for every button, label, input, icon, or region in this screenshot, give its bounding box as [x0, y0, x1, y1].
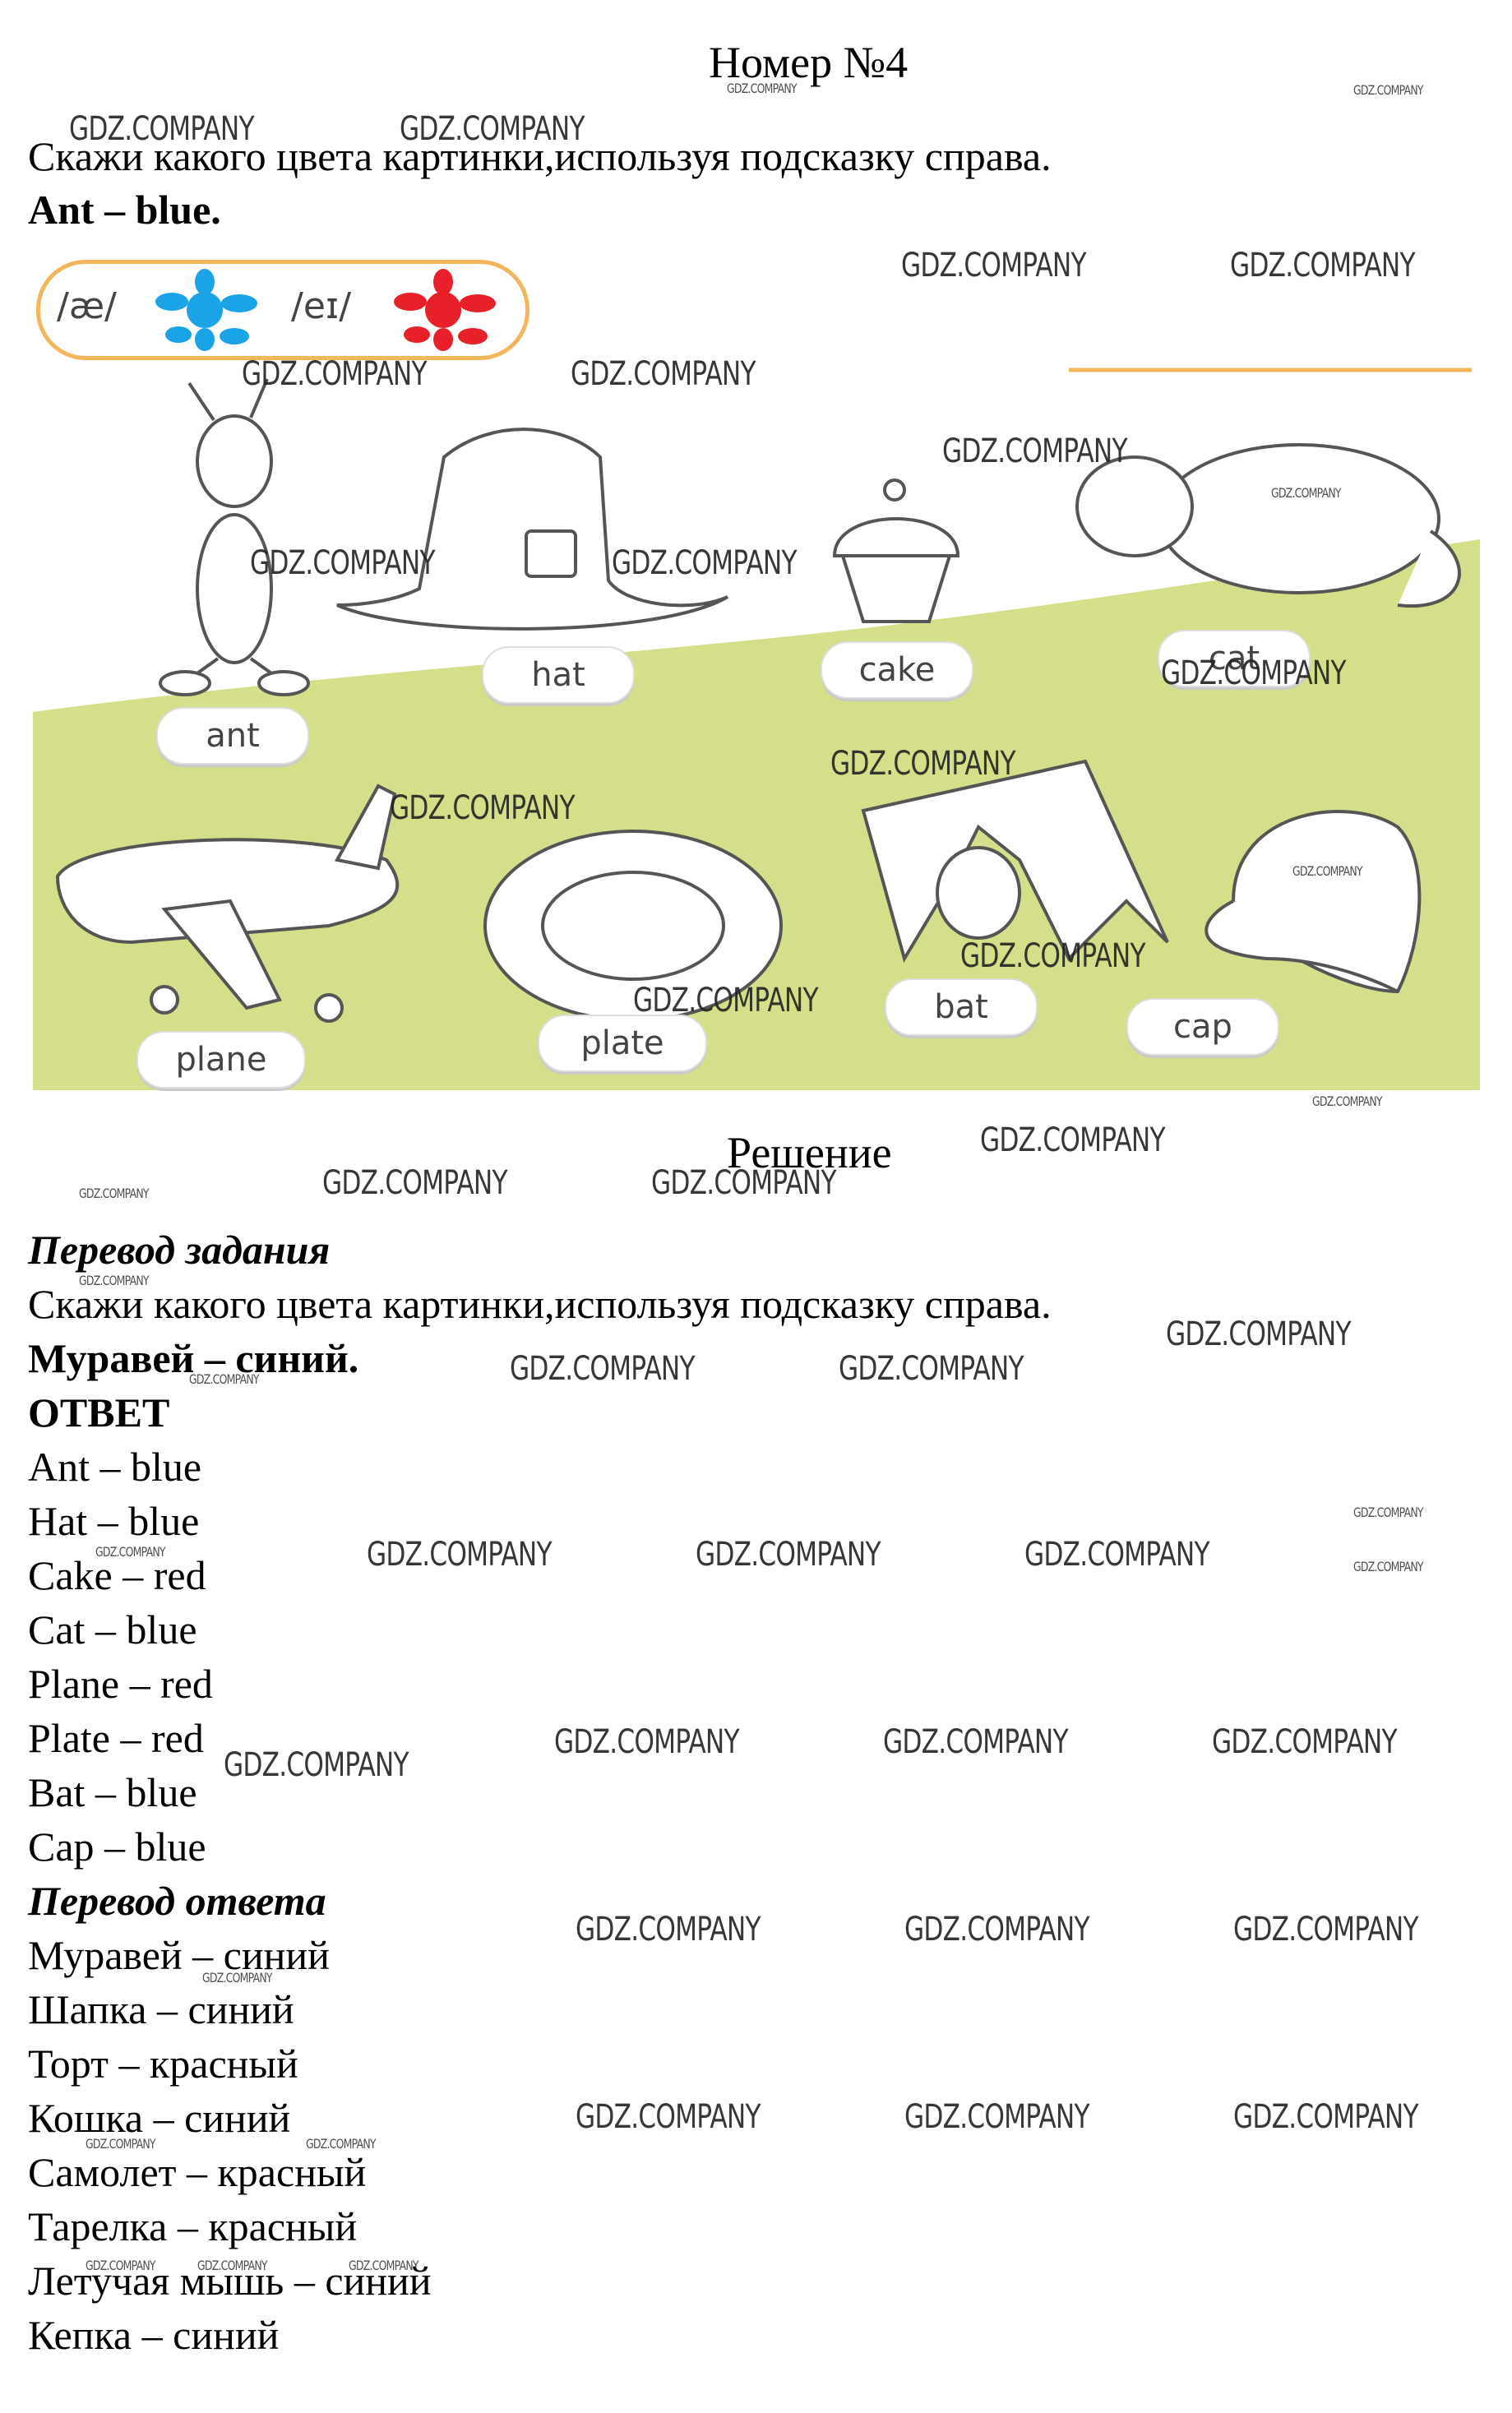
watermark: GDZ.COMPANY — [79, 1186, 150, 1201]
watermark: GDZ.COMPANY — [1230, 247, 1416, 284]
solution-heading: Решение — [727, 1128, 892, 1177]
answer-translation-line: Тарелка – красный — [28, 2203, 358, 2249]
watermark: GDZ.COMPANY — [1166, 1315, 1352, 1353]
watermark: GDZ.COMPANY — [390, 789, 576, 827]
watermark: GDZ.COMPANY — [224, 1746, 409, 1784]
watermark: GDZ.COMPANY — [95, 1544, 166, 1560]
watermark: GDZ.COMPANY — [571, 355, 756, 393]
word-label-ant: ant — [156, 707, 309, 765]
answer-line: Plane – red — [28, 1661, 213, 1707]
answer-translation-line: Муравей – синий — [28, 1932, 330, 1978]
watermark: GDZ.COMPANY — [1353, 1505, 1424, 1520]
answer-line: Bat – blue — [28, 1769, 197, 1815]
word-label-cat: cat — [1158, 630, 1311, 687]
watermark: GDZ.COMPANY — [904, 1911, 1090, 1948]
cap-drawing — [1205, 810, 1422, 994]
word-label-hat: hat — [482, 646, 635, 704]
watermark: GDZ.COMPANY — [651, 1164, 837, 1202]
watermark: GDZ.COMPANY — [1161, 654, 1347, 692]
watermark: GDZ.COMPANY — [197, 2258, 268, 2273]
watermark: GDZ.COMPANY — [250, 544, 436, 582]
word-label-plate: plate — [538, 1015, 707, 1072]
cake-drawing — [832, 478, 960, 623]
answer-translation-line: Летучая мышь – синий — [28, 2258, 432, 2304]
watermark: GDZ.COMPANY — [1233, 2098, 1419, 2136]
watermark: GDZ.COMPANY — [242, 355, 428, 393]
watermark: GDZ.COMPANY — [576, 1911, 761, 1948]
watermark: GDZ.COMPANY — [400, 110, 585, 148]
watermark: GDZ.COMPANY — [306, 2136, 377, 2152]
word-label-cap: cap — [1126, 998, 1279, 1056]
watermark: GDZ.COMPANY — [696, 1536, 881, 1574]
watermark: GDZ.COMPANY — [839, 1350, 1024, 1388]
answer-heading: ОТВЕТ — [28, 1389, 170, 1435]
watermark: GDZ.COMPANY — [633, 982, 819, 1019]
bat-drawing — [861, 759, 1169, 964]
watermark: GDZ.COMPANY — [86, 2136, 156, 2152]
watermark: GDZ.COMPANY — [1271, 485, 1342, 501]
legend-sound-ei: /eɪ/ — [291, 285, 352, 327]
legend-sound-ae: /æ/ — [57, 285, 117, 327]
sound-color-legend: /æ/ /eɪ/ — [36, 260, 529, 360]
red-splash-icon — [394, 269, 496, 351]
translation-example: Муравей – синий. — [28, 1335, 359, 1381]
watermark: GDZ.COMPANY — [1292, 863, 1363, 879]
watermark: GDZ.COMPANY — [349, 2258, 419, 2273]
watermark: GDZ.COMPANY — [980, 1121, 1166, 1159]
hat-drawing — [336, 428, 729, 631]
answer-line: Ant – blue — [28, 1444, 202, 1490]
task-instruction: Скажи какого цвета картинки,используя по… — [28, 133, 1052, 179]
watermark: GDZ.COMPANY — [727, 81, 798, 96]
watermark: GDZ.COMPANY — [942, 432, 1128, 470]
watermark: GDZ.COMPANY — [1024, 1536, 1210, 1574]
watermark: GDZ.COMPANY — [1212, 1723, 1398, 1761]
watermark: GDZ.COMPANY — [883, 1723, 1069, 1761]
watermark: GDZ.COMPANY — [510, 1350, 696, 1388]
answer-line: Cat – blue — [28, 1606, 197, 1653]
answer-line: Plate – red — [28, 1715, 204, 1761]
answer-translation-line: Самолет – красный — [28, 2149, 367, 2195]
word-label-cake: cake — [821, 641, 973, 699]
answer-line: Cap – blue — [28, 1824, 206, 1870]
watermark: GDZ.COMPANY — [86, 2258, 156, 2273]
answer-translation-heading: Перевод ответа — [28, 1878, 326, 1924]
ant-drawing — [159, 378, 310, 696]
watermark: GDZ.COMPANY — [202, 1970, 273, 1985]
watermark: GDZ.COMPANY — [1233, 1911, 1419, 1948]
page-title: Номер №4 — [709, 38, 909, 87]
task-example: Ant – blue. — [28, 187, 221, 233]
answer-translation-line: Шапка – синий — [28, 1986, 294, 2032]
watermark: GDZ.COMPANY — [960, 937, 1146, 975]
plane-drawing — [55, 784, 400, 1023]
watermark: GDZ.COMPANY — [1353, 82, 1424, 98]
blue-splash-icon — [155, 269, 257, 351]
translation-text: Скажи какого цвета картинки,используя по… — [28, 1281, 1052, 1327]
watermark: GDZ.COMPANY — [830, 745, 1016, 783]
watermark: GDZ.COMPANY — [554, 1723, 740, 1761]
watermark: GDZ.COMPANY — [904, 2098, 1090, 2136]
translation-heading: Перевод задания — [28, 1227, 331, 1273]
word-label-bat: bat — [885, 978, 1038, 1036]
scene-illustration — [33, 367, 1480, 1090]
watermark: GDZ.COMPANY — [189, 1371, 260, 1387]
watermark: GDZ.COMPANY — [1353, 1559, 1424, 1574]
watermark: GDZ.COMPANY — [612, 544, 798, 582]
word-label-plane: plane — [136, 1031, 306, 1089]
plate-drawing — [483, 830, 783, 1022]
watermark: GDZ.COMPANY — [1312, 1093, 1383, 1109]
answer-line: Cake – red — [28, 1552, 206, 1598]
watermark: GDZ.COMPANY — [901, 247, 1087, 284]
watermark: GDZ.COMPANY — [367, 1536, 553, 1574]
watermark: GDZ.COMPANY — [79, 1273, 150, 1288]
answer-line: Hat – blue — [28, 1498, 200, 1544]
cat-drawing — [1075, 443, 1461, 608]
answer-translation-line: Кошка – синий — [28, 2095, 291, 2141]
watermark: GDZ.COMPANY — [69, 110, 255, 148]
answer-translation-line: Торт – красный — [28, 2041, 298, 2087]
answer-translation-line: Кепка – синий — [28, 2312, 280, 2358]
picture-scene: ant hat cake cat plane plate bat cap — [33, 367, 1480, 1090]
watermark: GDZ.COMPANY — [576, 2098, 761, 2136]
watermark: GDZ.COMPANY — [322, 1164, 508, 1202]
